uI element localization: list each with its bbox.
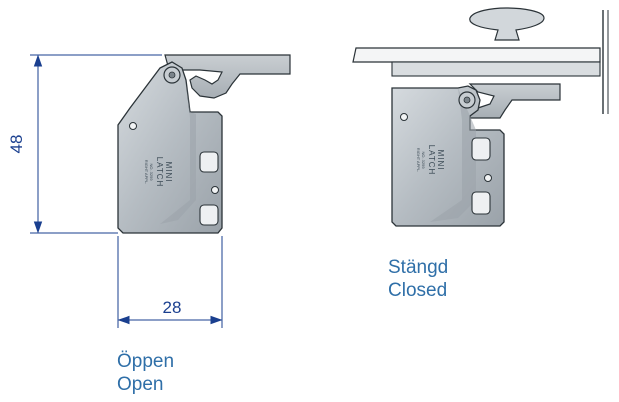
open-latch: MINI LATCH NO. 3299 RIGHT APPL. xyxy=(117,54,291,234)
closed-body-label-1: MINI xyxy=(436,150,445,171)
closed-shelf xyxy=(352,47,601,63)
closed-caption-english: Closed xyxy=(388,280,448,301)
knob-icon xyxy=(469,7,545,41)
open-body-small-1: NO. 3299 xyxy=(149,163,154,181)
closed-caption: Stängd Closed xyxy=(388,256,448,302)
closed-slot-bottom xyxy=(471,191,491,215)
open-slot-top xyxy=(199,151,219,173)
closed-caption-swedish: Stängd xyxy=(388,257,449,278)
open-caption-swedish: Öppen xyxy=(117,351,175,372)
open-caption-english: Open xyxy=(117,374,164,395)
open-body-label-2: LATCH xyxy=(155,157,164,188)
height-dimension-label: 48 xyxy=(7,135,26,154)
height-dimension xyxy=(30,54,162,234)
closed-screw-hole-top xyxy=(400,113,408,121)
open-body-small-2: RIGHT APPL. xyxy=(144,160,149,185)
closed-screw-hole-right xyxy=(484,174,492,182)
closed-body-small-1: NO. 3299 xyxy=(421,151,426,169)
width-dimension xyxy=(117,236,223,328)
open-caption: Öppen Open xyxy=(117,350,174,396)
closed-slot-top xyxy=(471,137,491,161)
open-strike-plate xyxy=(164,54,291,99)
closed-body-label-2: LATCH xyxy=(427,145,436,176)
closed-strike-plate xyxy=(468,83,561,119)
open-screw-hole-right xyxy=(211,186,219,194)
closed-assembly: MINI LATCH NO. 3299 RIGHT APPL. xyxy=(352,7,609,227)
open-screw-hole-top xyxy=(129,122,137,130)
closed-panel xyxy=(391,61,601,77)
open-slot-bottom xyxy=(199,204,219,226)
width-dimension-label: 28 xyxy=(163,298,182,317)
open-body-label-1: MINI xyxy=(164,162,173,183)
closed-body-small-2: RIGHT APPL. xyxy=(416,148,421,173)
closed-body-shade xyxy=(430,88,476,222)
